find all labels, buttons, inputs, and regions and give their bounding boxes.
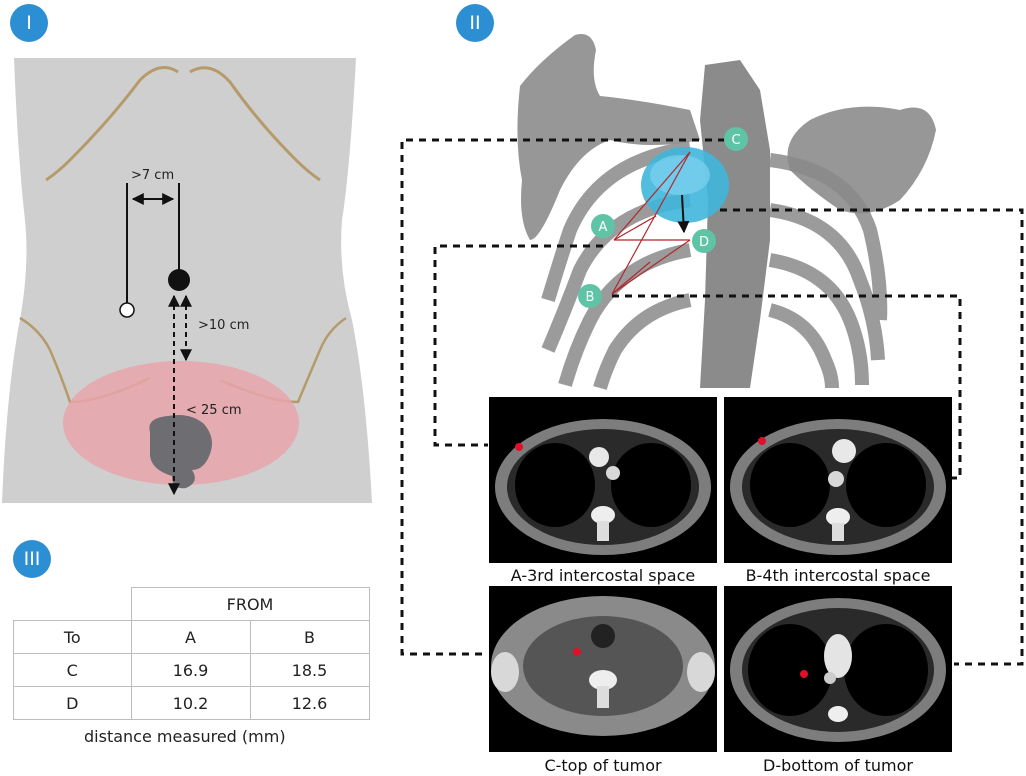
header-col-a: A [130,620,251,654]
marker-b: B [578,284,602,308]
black-arrow-d [677,194,690,234]
row-label: C [13,653,132,687]
shoulder-right [787,106,936,214]
port-open-circle [119,302,135,318]
header-from: FROM [130,587,370,621]
svg-text:D: D [699,235,709,250]
label-7cm: >7 cm [131,168,174,183]
shoulder-left [517,34,700,240]
svg-text:C: C [731,133,740,148]
pelvic-zone [63,361,299,485]
tumor-3d [641,147,729,223]
panel-badge-2: II [456,4,494,42]
ct-scan-c [489,586,717,752]
header-to: To [13,620,132,654]
distance-table: FROM To A B C 16.9 18.5 D 10.2 12.6 [13,587,370,720]
label-25cm: < 25 cm [186,403,242,418]
ct-caption-a: A-3rd intercostal space [510,566,696,585]
port-filled-circle [168,269,190,291]
svg-text:B: B [586,290,595,305]
pelvic-mass [149,415,212,489]
pelvis-curve-right [219,316,347,404]
panel-badge-1: I [10,4,48,42]
header-col-b: B [249,620,370,654]
table-row: D 10.2 12.6 [13,686,370,720]
label-10cm: >10 cm [198,318,249,333]
table-row: C 16.9 18.5 [13,653,370,687]
ct-caption-c: C-top of tumor [544,756,662,775]
ct-scan-a [489,397,717,563]
ribs-right [768,153,888,389]
cell-value: 16.9 [130,653,251,687]
cell-value: 12.6 [249,686,370,720]
rib-curve-right [189,66,321,182]
ct-caption-b: B-4th intercostal space [745,566,931,585]
torso-silhouette [2,58,372,503]
table-row: To A B [13,620,370,654]
tumor-3d-highlight [650,155,710,195]
row-label: D [13,686,132,720]
marker-d: D [692,229,716,253]
svg-text:A: A [599,220,608,235]
table-row: FROM [14,587,370,621]
marker-a: A [591,214,615,238]
spine [700,60,770,388]
cell-value: 18.5 [249,653,370,687]
cell-value: 10.2 [130,686,251,720]
ribs-left [541,141,692,390]
pelvis-curve [19,316,151,404]
marker-c: C [724,127,748,151]
skeleton-backdrop [500,30,945,388]
measurement-lines [611,151,691,295]
ct-scan-d [724,586,952,752]
ct-scan-b [724,397,952,563]
rib-curve-left [45,66,179,182]
ct-caption-d: D-bottom of tumor [763,756,913,775]
table-caption: distance measured (mm) [84,727,286,746]
panel-badge-3: III [13,540,51,578]
